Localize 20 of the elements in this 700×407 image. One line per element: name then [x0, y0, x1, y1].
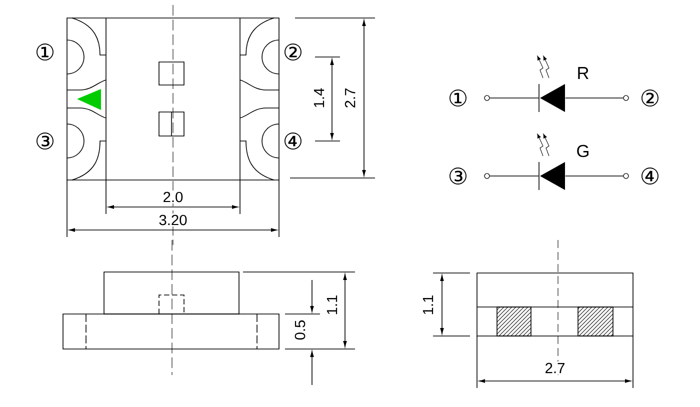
dimension-label: 0.5 — [293, 318, 307, 342]
dimension-label: 1.1 — [326, 293, 338, 317]
diode-symbol — [537, 134, 565, 190]
diode-label: G — [577, 144, 588, 158]
pin-number: ④ — [642, 168, 658, 184]
dimension-label: 2.0 — [161, 190, 185, 204]
pin-number: ③ — [450, 168, 466, 184]
dimension-label: 2.7 — [344, 86, 356, 110]
diode-symbol — [537, 56, 565, 112]
dimension-label: 3.20 — [157, 213, 189, 227]
dimension-label: 1.4 — [312, 86, 326, 110]
pin-number: ① — [450, 90, 466, 106]
diode-label: R — [578, 67, 588, 79]
pin-number: ④ — [282, 131, 304, 151]
dimension-label: 2.7 — [543, 362, 567, 374]
pin-number: ② — [642, 90, 658, 106]
pin-number: ① — [34, 42, 56, 62]
pin-number: ③ — [34, 131, 56, 151]
pin-number: ② — [282, 42, 304, 62]
dimension-label: 1.1 — [422, 293, 434, 317]
